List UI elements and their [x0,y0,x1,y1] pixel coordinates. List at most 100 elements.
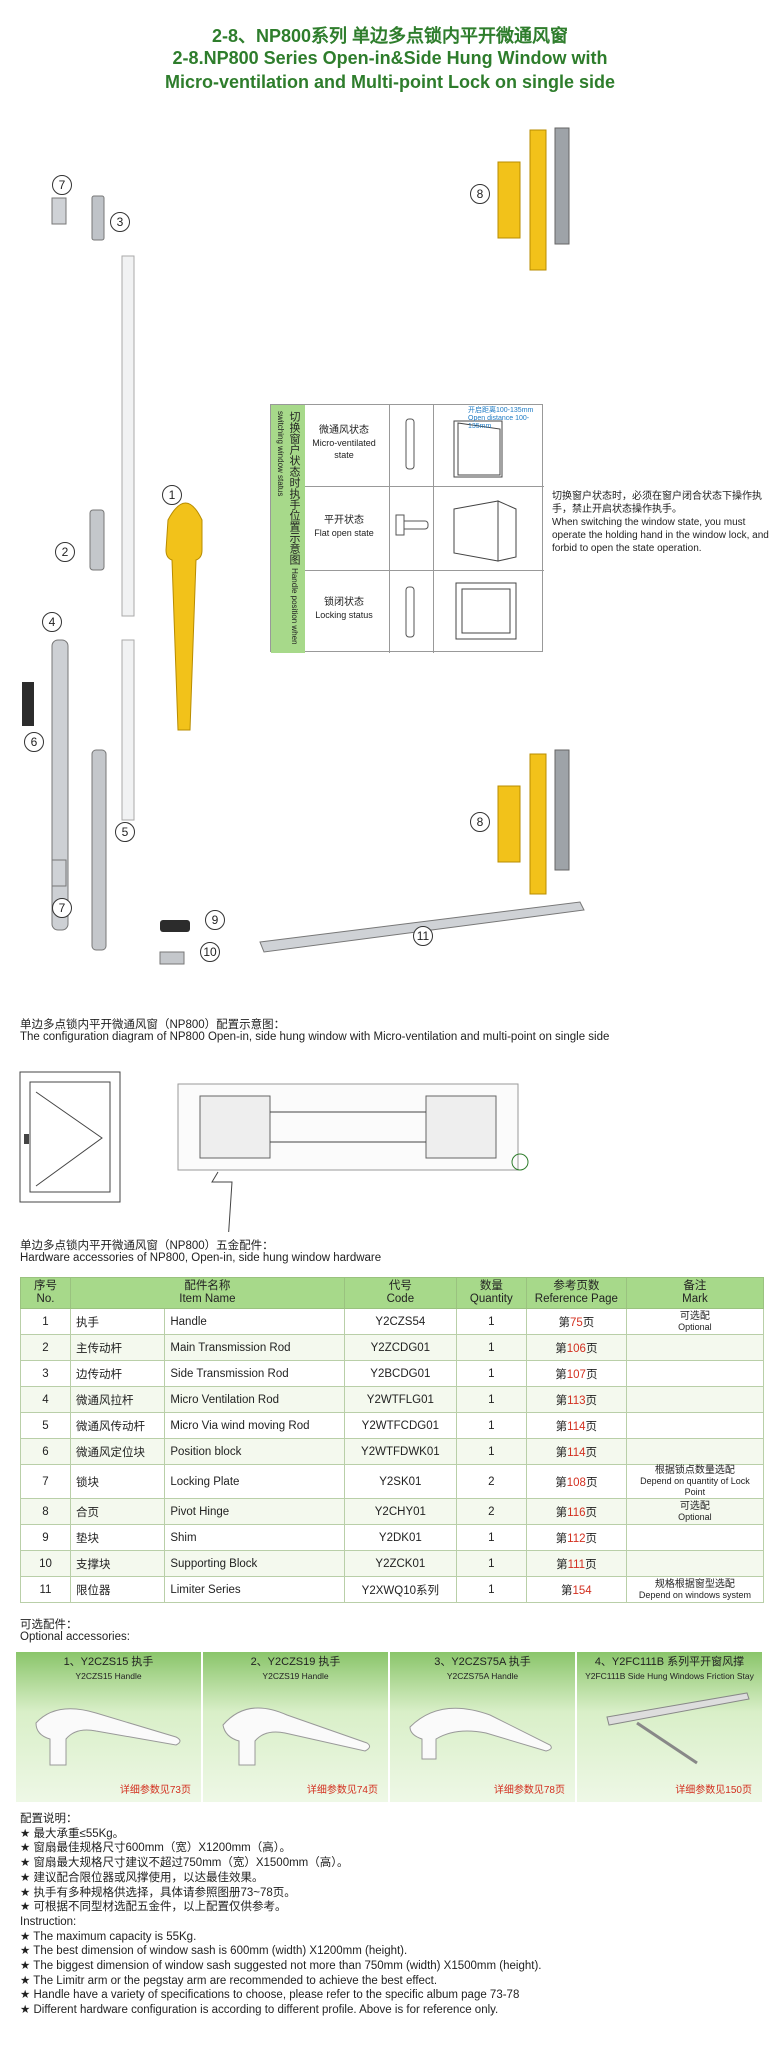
page-title-en-line2: Micro-ventilation and Multi-point Lock o… [164,72,615,92]
item-name-cn: 微通风拉杆 [69,1386,166,1413]
note-line-en: ★ The biggest dimension of window sash s… [20,1960,542,1973]
hardware-heading-cn: 单边多点锁内平开微通风窗（NP800）五金配件： [20,1240,274,1252]
item-name-en: Pivot Hinge [164,1498,345,1525]
item-quantity: 1 [455,1334,527,1361]
item-code: Y2WTFLG01 [343,1386,457,1413]
row-number: 6 [20,1438,71,1465]
item-name-en: Micro Ventilation Rod [164,1386,345,1413]
micro-wind-moving-rod [91,749,107,951]
item-name-en: Limiter Series [164,1576,345,1603]
part-number-2: 2 [55,542,75,562]
item-quantity: 1 [455,1550,527,1577]
item-name-cn: 边传动杆 [69,1360,166,1387]
reference-page: 第114页 [525,1412,627,1439]
item-name-cn: 合页 [69,1498,166,1525]
handle-state-table: 切换窗户状态时执手位置示意图 Handle position when swit… [270,404,544,653]
optional-ref-3: 详细参数见78页 [493,1785,565,1796]
handle-position-flat [389,487,433,570]
part-number-5: 5 [115,822,135,842]
micro-ventilation-rod [51,639,69,931]
configuration-notes: 配置说明： ★ 最大承重≤55Kg。★ 窗扇最佳规格尺寸600mm（宽）X120… [20,1812,541,2018]
window-state-locking [433,571,544,653]
mark [625,1438,765,1465]
part-number-3: 3 [110,212,130,232]
shim [160,920,190,932]
part-number-8-top: 8 [470,184,490,204]
optional-heading-cn: 可选配件： [20,1619,78,1631]
note-line-cn: ★ 窗扇最佳规格尺寸600mm（宽）X1200mm（高）。 [20,1842,292,1855]
optional-ref-2: 详细参数见74页 [306,1785,378,1796]
part-number-10: 10 [200,942,220,962]
notes-en-title: Instruction: [20,1915,77,1928]
state-side-cn: 切换窗户状态时执手位置示意图 [288,411,300,565]
part-number-9: 9 [205,910,225,930]
handle-position-locking [389,571,433,653]
item-name-en: Shim [164,1524,345,1551]
item-name-cn: 支撑块 [69,1550,166,1577]
reference-page: 第107页 [525,1360,627,1387]
window-state-flat [433,487,544,570]
mark [625,1386,765,1413]
item-name-cn: 垫块 [69,1524,166,1551]
optional-ref-4: 详细参数见150页 [675,1785,752,1796]
part-number-4: 4 [42,612,62,632]
item-name-cn: 锁块 [69,1464,166,1499]
config-heading-en: The configuration diagram of NP800 Open-… [20,1031,610,1043]
row-number: 8 [20,1498,71,1525]
item-name-cn: 微通风定位块 [69,1438,166,1465]
note-line-cn: ★ 可根据不同型材选配五金件，以上配置仅供参考。 [20,1901,287,1914]
reference-page: 第106页 [525,1334,627,1361]
config-heading-cn: 单边多点锁内平开微通风窗（NP800）配置示意图： [20,1019,286,1031]
item-name-cn: 限位器 [69,1576,166,1603]
note-line-en: ★ Different hardware configuration is ac… [20,2004,499,2017]
item-code: Y2CZS54 [343,1308,457,1335]
item-quantity: 1 [455,1308,527,1335]
row-number: 4 [20,1386,71,1413]
note-line-cn: ★ 最大承重≤55Kg。 [20,1827,125,1840]
pivot-hinge-top [497,127,570,271]
item-name-en: Micro Via wind moving Rod [164,1412,345,1439]
reference-page: 第111页 [525,1550,627,1577]
state-table-side-label: 切换窗户状态时执手位置示意图 Handle position when swit… [271,405,305,653]
optional-ref-1: 详细参数见73页 [119,1785,191,1796]
configuration-diagram [19,1071,529,1232]
item-name-en: Handle [164,1308,345,1335]
reference-page: 第114页 [525,1438,627,1465]
reference-page: 第154 [525,1576,627,1603]
item-name-cn: 微通风传动杆 [69,1412,166,1439]
note-line-cn: ★ 执手有多种规格供选择，具体请参照图册73~78页。 [20,1886,296,1899]
handle-image-3 [409,1707,552,1760]
item-quantity: 1 [455,1412,527,1439]
item-code: Y2ZCK01 [343,1550,457,1577]
item-code: Y2ZCDG01 [343,1334,457,1361]
reference-page: 第75页 [525,1308,627,1335]
item-name-en: Position block [164,1438,345,1465]
note-line-cn: ★ 窗扇最大规格尺寸建议不超过750mm（宽）X1500mm（高）。 [20,1857,349,1870]
item-quantity: 1 [455,1438,527,1465]
note-line-cn: ★ 建议配合限位器或风撑使用，以达最佳效果。 [20,1871,264,1884]
note-side-en: When switching the window state, you mus… [552,517,769,554]
item-code: Y2CHY01 [343,1498,457,1525]
note-line-en: ★ Handle have a variety of specification… [20,1989,520,2002]
handle-image-2 [222,1707,371,1766]
part-number-7-top: 7 [52,175,72,195]
main-transmission-block [89,509,105,571]
part-number-8-bottom: 8 [470,812,490,832]
mark [625,1524,765,1551]
